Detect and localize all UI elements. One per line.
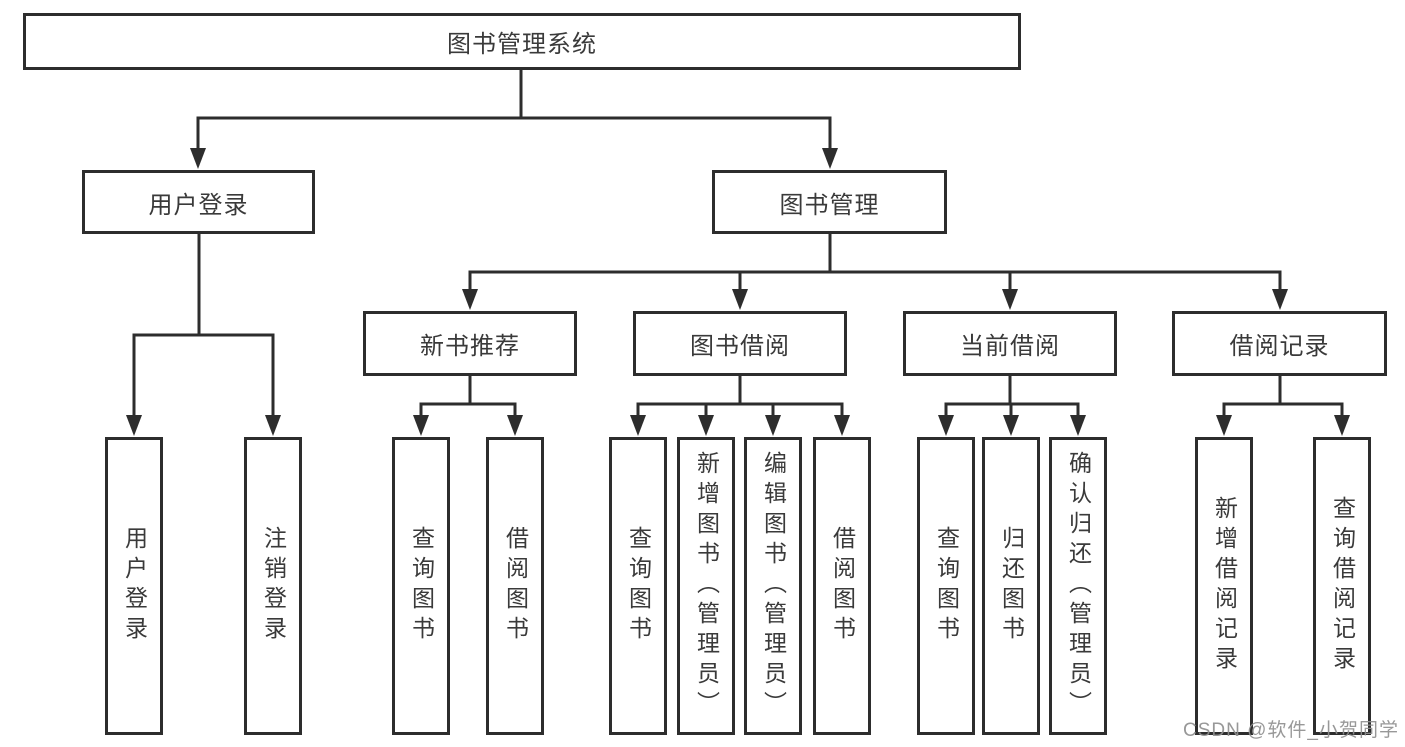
node-book-borrowing: 图书借阅 xyxy=(633,311,847,376)
node-label: 用户登录 xyxy=(148,191,249,219)
leaf-label: 新增图书（管理员） xyxy=(693,451,720,721)
node-borrowing-records: 借阅记录 xyxy=(1172,311,1387,376)
leaf-label: 归还图书 xyxy=(998,526,1025,646)
leaf-query-books-current: 查询图书 xyxy=(917,437,975,735)
watermark: CSDN @软件_小贺同学 xyxy=(1183,720,1399,741)
leaf-query-books-recommend: 查询图书 xyxy=(392,437,450,735)
leaf-query-borrow-record: 查询借阅记录 xyxy=(1313,437,1371,735)
leaf-label: 用户登录 xyxy=(121,526,148,646)
node-library-management-system: 图书管理系统 xyxy=(23,13,1021,70)
leaf-label: 借阅图书 xyxy=(829,526,856,646)
leaf-edit-book-admin: 编辑图书（管理员） xyxy=(744,437,802,735)
node-book-management: 图书管理 xyxy=(712,170,947,234)
node-label: 借阅记录 xyxy=(1229,333,1330,360)
leaf-label: 查询图书 xyxy=(408,526,435,646)
node-label: 新书推荐 xyxy=(420,333,520,360)
leaf-logout: 注销登录 xyxy=(244,437,302,735)
leaf-label: 确认归还（管理员） xyxy=(1065,451,1092,721)
node-user-login: 用户登录 xyxy=(82,170,315,234)
leaf-confirm-return-admin: 确认归还（管理员） xyxy=(1049,437,1107,735)
leaf-user-login: 用户登录 xyxy=(105,437,163,735)
leaf-label: 编辑图书（管理员） xyxy=(760,451,787,721)
node-label: 图书借阅 xyxy=(690,333,790,360)
leaf-label: 查询图书 xyxy=(933,526,960,646)
leaf-add-borrow-record: 新增借阅记录 xyxy=(1195,437,1253,735)
node-new-book-recommendation: 新书推荐 xyxy=(363,311,577,376)
node-label: 当前借阅 xyxy=(960,333,1060,360)
node-label: 图书管理 xyxy=(779,191,880,219)
leaf-add-book-admin: 新增图书（管理员） xyxy=(677,437,735,735)
leaf-return-book: 归还图书 xyxy=(982,437,1040,735)
leaf-label: 查询图书 xyxy=(625,526,652,646)
leaf-query-books-borrow: 查询图书 xyxy=(609,437,667,735)
arrowhead-icons xyxy=(126,148,1350,436)
leaf-label: 查询借阅记录 xyxy=(1329,496,1356,676)
leaf-label: 借阅图书 xyxy=(502,526,529,646)
node-label: 图书管理系统 xyxy=(447,31,597,58)
node-current-borrowing: 当前借阅 xyxy=(903,311,1117,376)
leaf-borrow-books: 借阅图书 xyxy=(813,437,871,735)
leaf-label: 新增借阅记录 xyxy=(1211,496,1238,676)
leaf-borrow-books-recommend: 借阅图书 xyxy=(486,437,544,735)
leaf-label: 注销登录 xyxy=(260,526,287,646)
